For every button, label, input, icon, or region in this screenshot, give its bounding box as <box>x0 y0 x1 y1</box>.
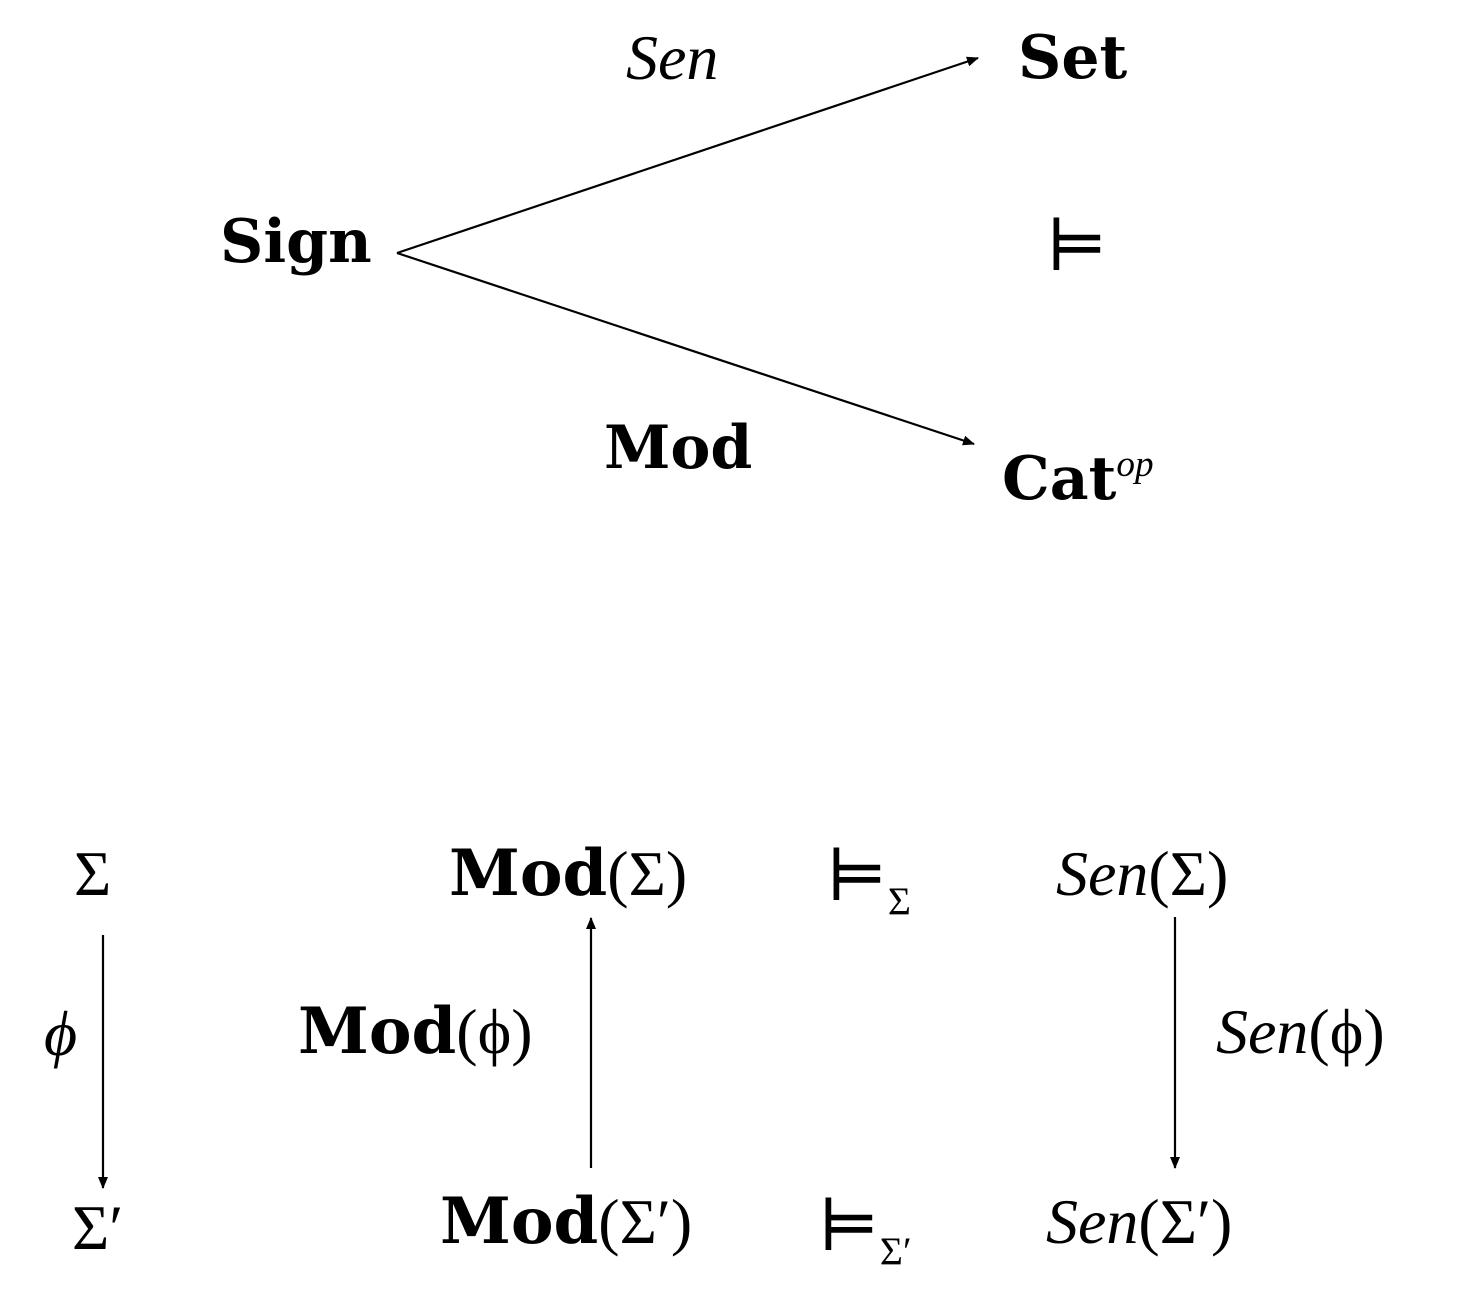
arrow-mod <box>396 251 975 446</box>
satisfaction-sigma-prime-symbol: ⊨ <box>818 1186 880 1266</box>
cat-node-label: Cat <box>1002 444 1117 515</box>
arrow-sen <box>396 56 979 255</box>
sen-sigma-prime-functor: Sen <box>1046 1186 1139 1257</box>
mod-phi-label: Mod(ϕ) <box>298 1000 533 1064</box>
mod-sigma-prime-args: (Σ′) <box>598 1186 693 1257</box>
satisfaction-symbol: ⊨ <box>1046 210 1108 282</box>
mod-phi-functor: Mod <box>298 994 457 1069</box>
phi-label-text: ϕ <box>44 998 78 1069</box>
sigma-node-label: Σ <box>74 838 112 909</box>
sen-sigma-node: Sen(Σ) <box>1056 842 1228 906</box>
sign-node: Sign <box>220 212 372 272</box>
sen-phi-functor: Sen <box>1216 996 1309 1067</box>
sen-sigma-prime-args: (Σ′) <box>1138 1186 1233 1257</box>
mod-sigma-prime-functor: Mod <box>440 1184 599 1259</box>
mod-arrow-label: Mod <box>604 418 752 478</box>
sigma-prime-node: Σ′ <box>72 1196 123 1260</box>
set-node: Set <box>1018 28 1127 88</box>
mod-sigma-node: Mod(Σ) <box>449 842 687 906</box>
phi-label: ϕ <box>44 1002 77 1066</box>
mod-sigma-functor: Mod <box>449 836 608 911</box>
sen-sigma-args: (Σ) <box>1148 838 1229 909</box>
satisfaction-symbol-text: ⊨ <box>1046 206 1108 286</box>
sign-node-label: Sign <box>220 207 372 277</box>
sen-sigma-prime-node: Sen(Σ′) <box>1046 1190 1232 1254</box>
cat-op-node: Catop <box>1002 446 1154 509</box>
set-node-label: Set <box>1018 23 1128 93</box>
sen-arrow-label-text: Sen <box>626 22 719 93</box>
sen-sigma-functor: Sen <box>1056 838 1149 909</box>
op-superscript: op <box>1116 444 1154 485</box>
satisfaction-sigma: ⊨Σ <box>826 840 911 921</box>
sen-phi-args: (ϕ) <box>1308 996 1385 1067</box>
mod-arrow-label-text: Mod <box>604 413 753 483</box>
mod-phi-args: (ϕ) <box>456 996 533 1067</box>
sigma-prime-node-label: Σ′ <box>72 1192 124 1263</box>
mod-sigma-prime-node: Mod(Σ′) <box>440 1190 692 1254</box>
sen-phi-label: Sen(ϕ) <box>1216 1000 1385 1064</box>
sen-arrow-label: Sen <box>626 26 718 90</box>
mod-sigma-args: (Σ) <box>607 838 688 909</box>
sigma-node: Σ <box>74 842 111 906</box>
satisfaction-sigma-subscript: Σ <box>887 878 911 923</box>
satisfaction-sigma-prime: ⊨Σ′ <box>818 1190 912 1271</box>
satisfaction-sigma-prime-subscript: Σ′ <box>879 1228 912 1273</box>
satisfaction-sigma-symbol: ⊨ <box>826 836 888 916</box>
